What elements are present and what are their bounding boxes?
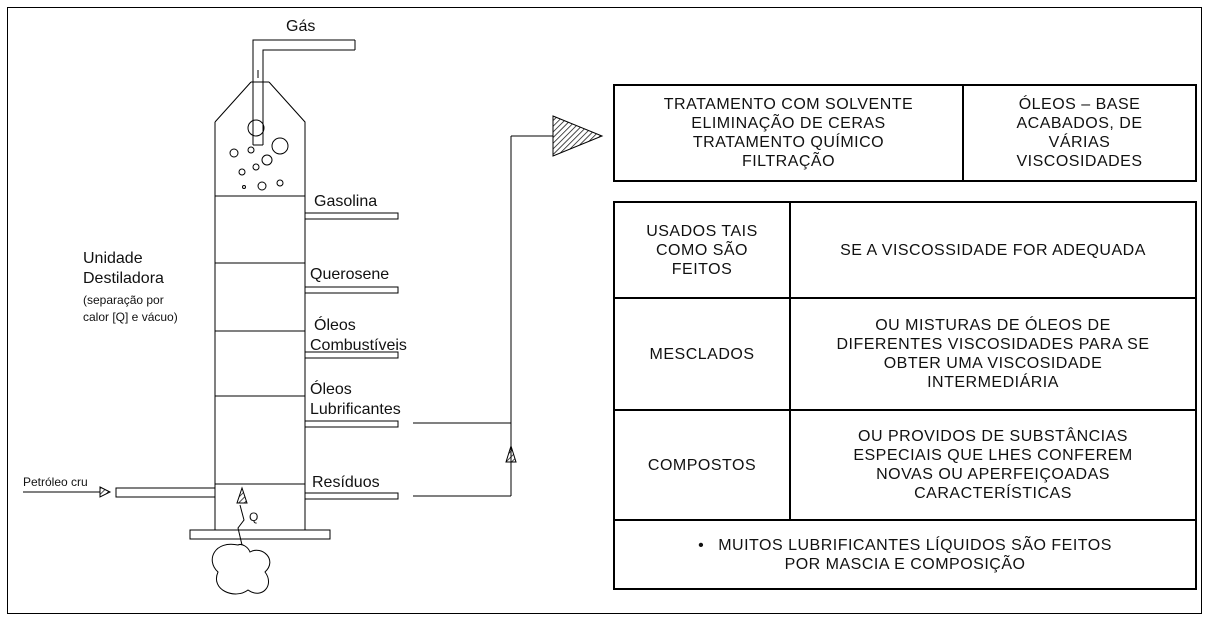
label-oleos-combustiveis-2: Combustíveis xyxy=(310,337,407,354)
flow-arrow-up xyxy=(505,444,517,463)
table-row: COMPOSTOS OU PROVIDOS DE SUBSTÂNCIAS ESP… xyxy=(613,409,1197,521)
label-unidade-4: calor [Q] e vácuo) xyxy=(83,310,178,324)
row-label-mesclados: MESCLADOS xyxy=(613,297,791,411)
row-label-compostos: COMPOSTOS xyxy=(613,409,791,521)
table-row: MESCLADOS OU MISTURAS DE ÓLEOS DE DIFERE… xyxy=(613,297,1197,411)
label-residuos: Resíduos xyxy=(312,474,380,491)
gas-outlet-pipe xyxy=(252,39,356,146)
label-unidade-2: Destiladora xyxy=(83,270,164,287)
heat-source xyxy=(211,486,271,595)
label-petroleo-cru: Petróleo cru xyxy=(23,475,88,489)
base-oils-cell: ÓLEOS – BASE ACABADOS, DE VÁRIAS VISCOSI… xyxy=(962,84,1197,182)
flow-connector xyxy=(413,115,604,497)
column-base xyxy=(189,529,331,540)
label-querosene: Querosene xyxy=(310,266,389,283)
label-oleos-combustiveis-1: Óleos xyxy=(314,315,356,334)
label-oleos-lubrificantes-2: Lubrificantes xyxy=(310,401,401,418)
crude-inlet xyxy=(23,486,216,498)
label-gas: Gás xyxy=(286,18,315,35)
row-desc-compostos: OU PROVIDOS DE SUBSTÂNCIAS ESPECIAIS QUE… xyxy=(789,409,1197,521)
figure-frame xyxy=(7,7,1202,614)
note-cell: • MUITOS LUBRIFICANTES LÍQUIDOS SÃO FEITO… xyxy=(613,519,1197,590)
inlet-arrowhead xyxy=(99,486,112,498)
note-text: MUITOS LUBRIFICANTES LÍQUIDOS SÃO FEITOS… xyxy=(718,536,1112,573)
label-gasolina: Gasolina xyxy=(314,193,377,210)
row-label-usados: USADOS TAIS COMO SÃO FEITOS xyxy=(613,201,791,299)
label-unidade-1: Unidade xyxy=(83,250,143,267)
table-row: TRATAMENTO COM SOLVENTE ELIMINAÇÃO DE CE… xyxy=(613,84,1197,182)
label-unidade-3: (separação por xyxy=(83,293,164,307)
treatment-steps-cell: TRATAMENTO COM SOLVENTE ELIMINAÇÃO DE CE… xyxy=(613,84,964,182)
row-desc-usados: SE A VISCOSSIDADE FOR ADEQUADA xyxy=(789,201,1197,299)
label-q: Q xyxy=(249,510,258,524)
inlet-pipe xyxy=(115,487,216,498)
vapor-bubbles xyxy=(229,119,289,191)
distillation-column xyxy=(189,81,331,540)
flow-arrow-right xyxy=(552,115,604,157)
table-row: USADOS TAIS COMO SÃO FEITOS SE A VISCOSS… xyxy=(613,201,1197,299)
bullet-icon: • xyxy=(698,536,705,554)
side-outlets xyxy=(305,212,399,500)
usage-table: USADOS TAIS COMO SÃO FEITOS SE A VISCOSS… xyxy=(613,201,1197,590)
treatment-table: TRATAMENTO COM SOLVENTE ELIMINAÇÃO DE CE… xyxy=(613,84,1197,182)
heat-arrow xyxy=(236,486,248,504)
table-row: • MUITOS LUBRIFICANTES LÍQUIDOS SÃO FEITO… xyxy=(613,519,1197,590)
fire-icon xyxy=(211,543,271,595)
row-desc-mesclados: OU MISTURAS DE ÓLEOS DE DIFERENTES VISCO… xyxy=(789,297,1197,411)
label-oleos-lubrificantes-1: Óleos xyxy=(310,379,352,398)
heat-flame-line xyxy=(237,504,245,546)
